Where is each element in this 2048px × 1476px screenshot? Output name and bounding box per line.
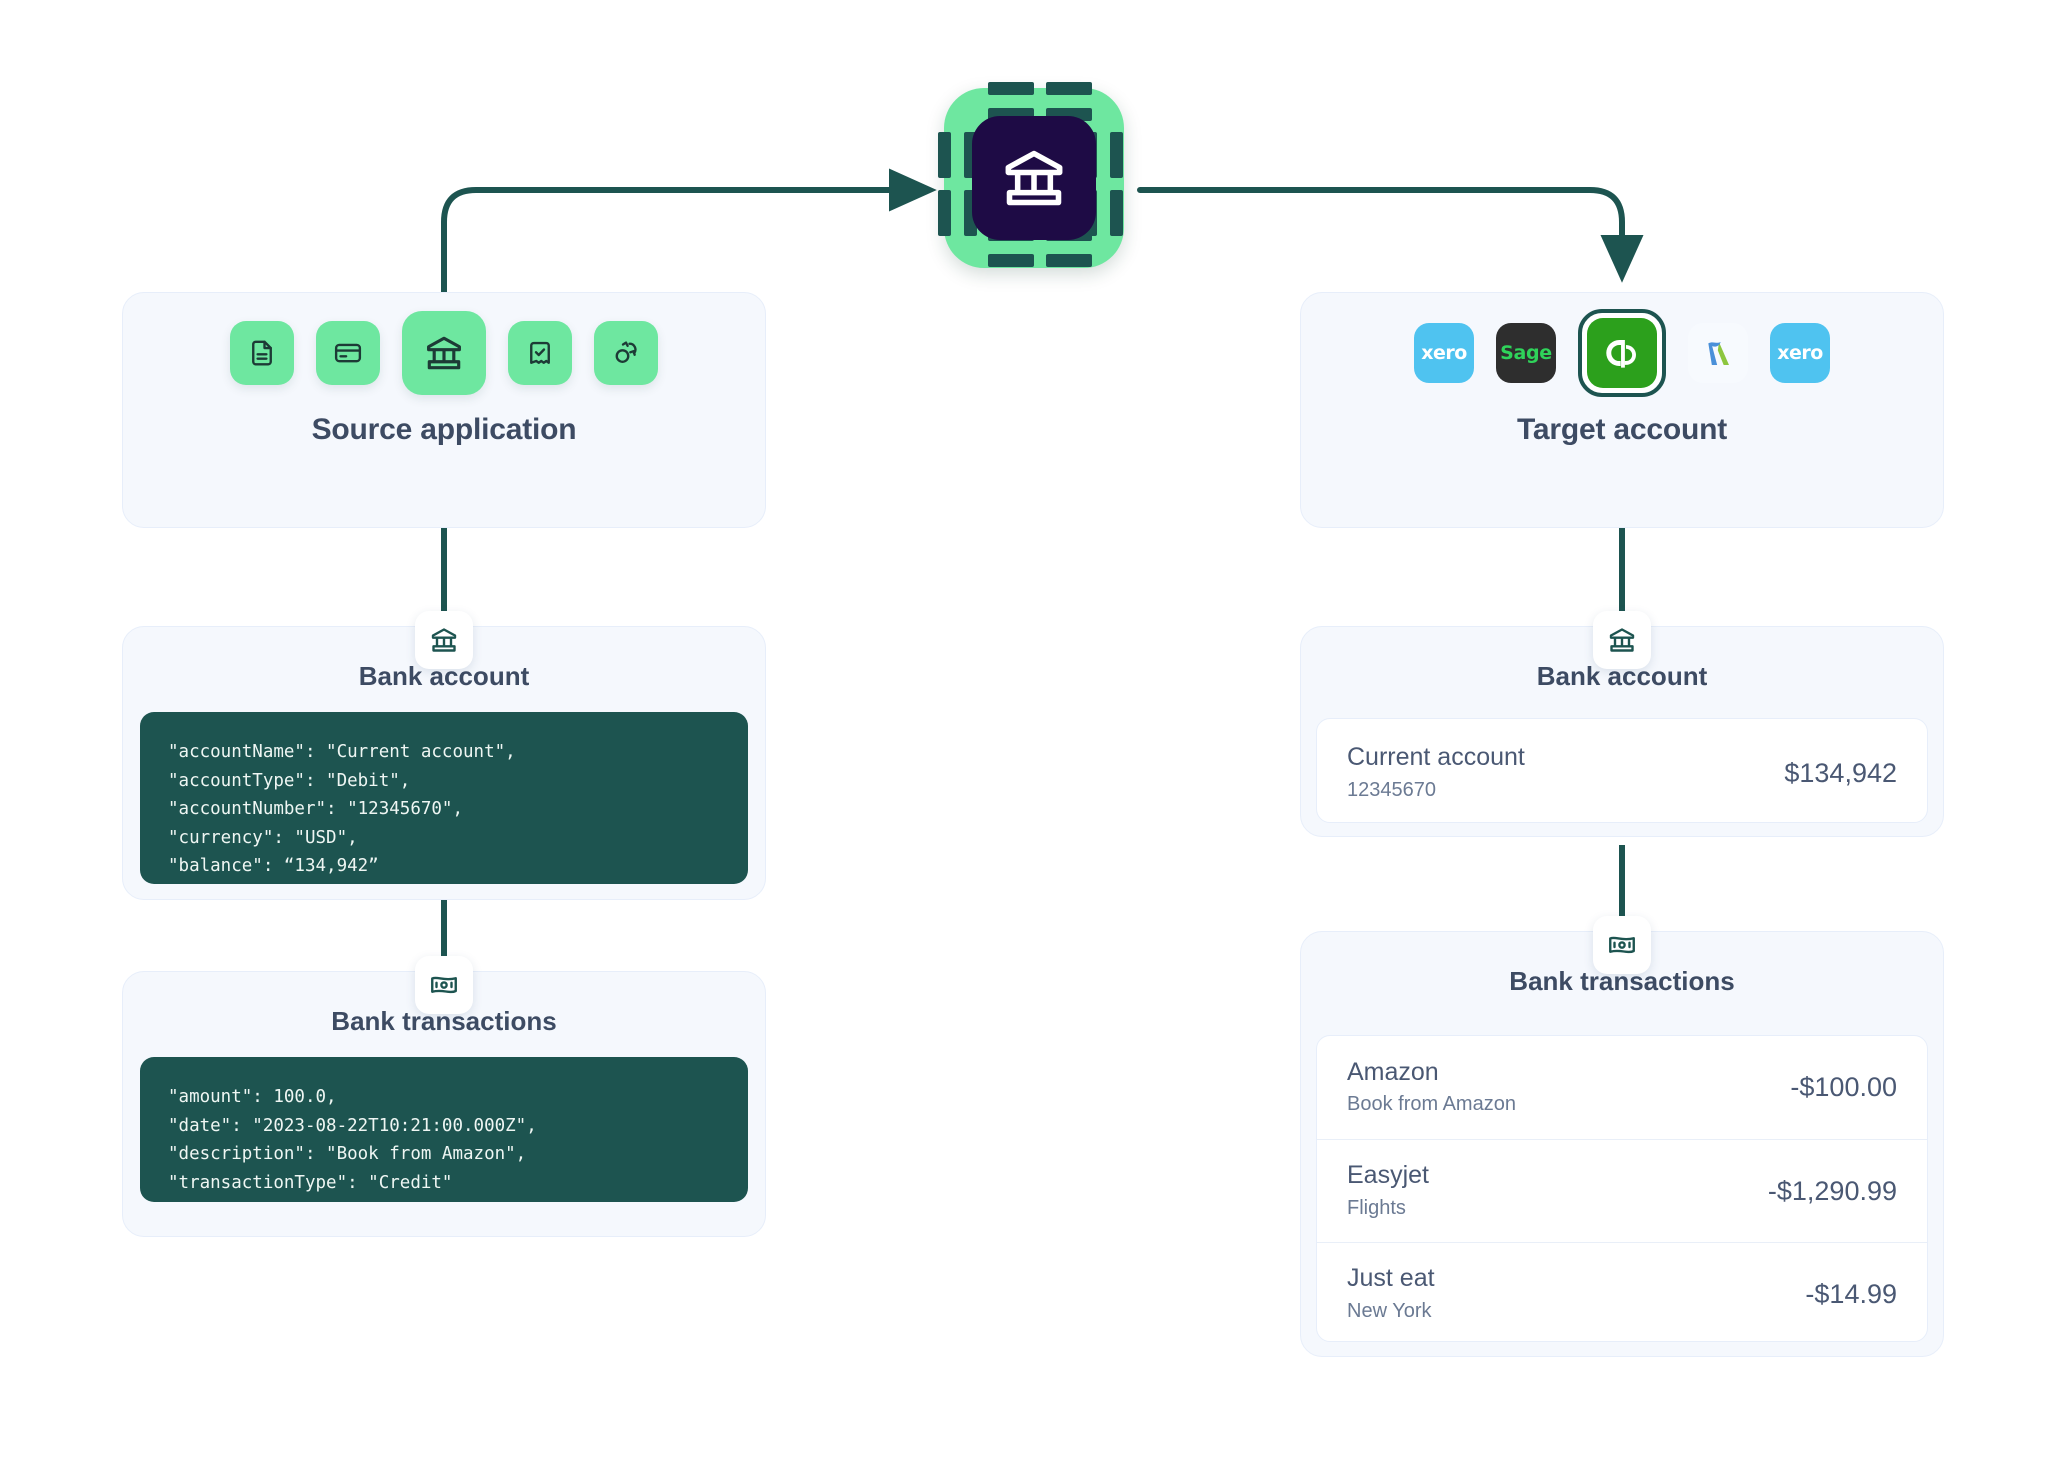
bank-transactions-badge-left (415, 956, 473, 1014)
table-row[interactable]: Easyjet Flights -$1,290.99 (1317, 1139, 1927, 1242)
source-application-panel: Source application (122, 292, 766, 528)
freeagent-logo-icon[interactable] (1688, 323, 1748, 383)
sage-logo-icon[interactable]: Sage (1496, 323, 1556, 383)
source-panel-title: Source application (311, 413, 577, 446)
target-integration-logos: xero Sage (1301, 293, 1943, 413)
sage-logo-label: Sage (1500, 342, 1552, 364)
table-row[interactable]: Just eat New York -$14.99 (1317, 1242, 1927, 1341)
transaction-info: Amazon Book from Amazon (1347, 1057, 1516, 1118)
transaction-name: Easyjet (1347, 1161, 1429, 1190)
code-line: "accountType": "Debit", (168, 770, 411, 791)
source-app-icons (123, 293, 765, 413)
document-icon-glyph (252, 340, 272, 366)
code-line: "accountName": "Current account", (168, 742, 516, 762)
sync-icon[interactable] (594, 321, 658, 385)
transaction-description: Flights (1347, 1196, 1406, 1219)
credit-card-icon-glyph (334, 343, 362, 363)
code-line: "currency": "USD", (168, 827, 358, 848)
chip-pin (1110, 132, 1123, 178)
chip-pin (1046, 254, 1092, 267)
source-bank-transactions-code: "amount": 100.0, "date": "2023-08-22T10:… (140, 1057, 748, 1202)
code-line: "description": "Book from Amazon", (168, 1144, 527, 1164)
transaction-name: Just eat (1347, 1264, 1435, 1293)
document-icon[interactable] (230, 321, 294, 385)
code-line: "date": "2023-08-22T10:21:00.000Z", (168, 1115, 537, 1136)
account-info: Current account 12345670 (1347, 742, 1525, 803)
chip-inner (972, 116, 1096, 240)
receipt-check-icon[interactable] (508, 321, 572, 385)
transaction-description: New York (1347, 1299, 1432, 1322)
target-account-listcard: Current account 12345670 $134,942 (1316, 718, 1928, 823)
transaction-name: Amazon (1347, 1057, 1439, 1086)
account-balance: $134,942 (1784, 757, 1897, 788)
chip-pin (938, 132, 951, 178)
credit-card-icon[interactable] (316, 321, 380, 385)
freeagent-glyph (1708, 341, 1729, 365)
chip-pin (938, 190, 951, 236)
chip-pin (1110, 190, 1123, 236)
banknote-icon (1609, 936, 1635, 954)
bank-icon-glyph (427, 336, 461, 370)
transaction-amount: -$1,290.99 (1767, 1175, 1897, 1206)
sync-icon-glyph (615, 341, 637, 363)
bank-icon[interactable] (402, 311, 486, 395)
xero-logo-icon-2[interactable]: xero (1770, 323, 1830, 383)
account-row[interactable]: Current account 12345670 $134,942 (1317, 719, 1927, 822)
target-account-panel: xero Sage (1300, 292, 1944, 528)
bank-account-badge-right (1593, 611, 1651, 669)
code-line: "amount": 100.0, (168, 1087, 337, 1107)
transaction-info: Just eat New York (1347, 1263, 1435, 1324)
chip-pin (988, 254, 1034, 267)
bank-icon (1005, 150, 1063, 206)
target-transactions-listcard: Amazon Book from Amazon -$100.00 Easyjet… (1316, 1035, 1928, 1342)
receipt-check-icon-glyph (530, 341, 550, 364)
xero-logo-label: xero (1421, 342, 1467, 364)
bank-icon (1609, 628, 1635, 652)
quickbooks-logo-icon (1587, 318, 1657, 388)
bank-account-badge-left (415, 611, 473, 669)
chip-pin (988, 82, 1034, 95)
banknote-icon (431, 976, 457, 994)
qb-glyph (1606, 339, 1636, 368)
account-number: 12345670 (1347, 778, 1436, 801)
table-row[interactable]: Amazon Book from Amazon -$100.00 (1317, 1036, 1927, 1139)
code-line: "transactionType": "Credit" (168, 1172, 453, 1193)
bank-transactions-badge-right (1593, 916, 1651, 974)
code-line: "accountNumber": "12345670", (168, 799, 464, 819)
code-line: "balance": “134,942” (168, 856, 379, 876)
target-panel-title: Target account (1516, 413, 1727, 446)
xero-logo-icon[interactable]: xero (1414, 323, 1474, 383)
transaction-description: Book from Amazon (1347, 1093, 1516, 1116)
bank-icon (431, 628, 457, 652)
quickbooks-logo-selected[interactable] (1578, 309, 1666, 397)
bank-chip (938, 82, 1124, 268)
transaction-info: Easyjet Flights (1347, 1160, 1429, 1221)
transaction-amount: -$100.00 (1790, 1072, 1897, 1102)
chip-pin (1046, 82, 1092, 95)
xero-logo-label-2: xero (1777, 342, 1823, 364)
account-name: Current account (1347, 743, 1525, 772)
source-bank-account-code: "accountName": "Current account", "accou… (140, 712, 748, 884)
transaction-amount: -$14.99 (1805, 1278, 1897, 1309)
